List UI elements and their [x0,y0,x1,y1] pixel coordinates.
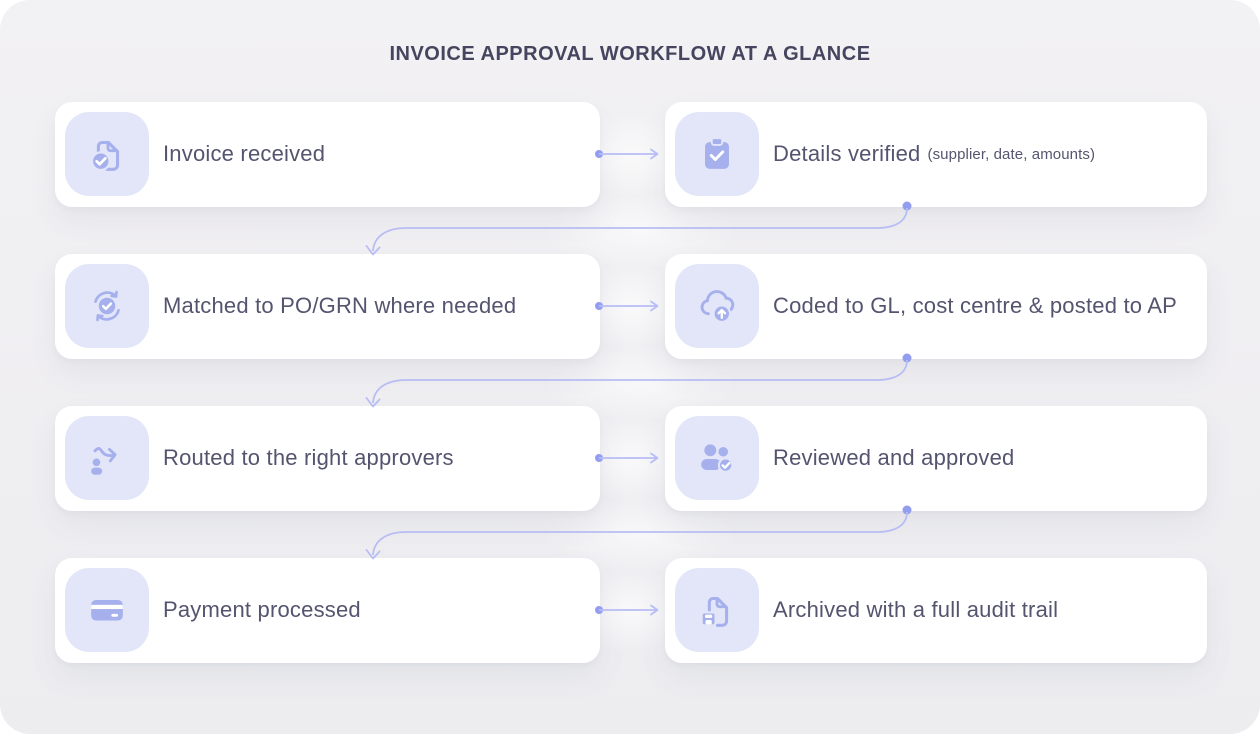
clipboard-check-icon [705,137,729,169]
step-card-coded-to-gl: Coded to GL, cost centre & posted to AP [665,254,1207,359]
file-save-icon [700,596,729,627]
step-label: Reviewed and approved [773,445,1015,471]
step-card-details-verified: Details verified (supplier, date, amount… [665,102,1207,207]
step-card-archived-audit-trail: Archived with a full audit trail [665,558,1207,663]
icon-tile [65,416,149,500]
icon-tile [65,112,149,196]
icon-tile [675,264,759,348]
arrow-right-row2 [595,300,659,312]
step-card-matched-po-grn: Matched to PO/GRN where needed [55,254,600,359]
step-card-reviewed-approved: Reviewed and approved [665,406,1207,511]
icon-tile [675,112,759,196]
step-label: Invoice received [163,141,326,167]
step-label: Payment processed [163,597,361,623]
step-card-payment-processed: Payment processed [55,558,600,663]
page-title: INVOICE APPROVAL WORKFLOW AT A GLANCE [389,43,871,65]
route-arrow-icon [91,447,117,475]
users-check-icon [701,444,734,473]
step-note: (supplier, date, amounts) [927,146,1096,163]
arrow-right-row1 [595,148,659,160]
step-card-invoice-received: Invoice received [55,102,600,207]
step-label: Routed to the right approvers [163,445,454,471]
step-label: Archived with a full audit trail [773,597,1059,623]
cloud-upload-icon [700,290,735,323]
step-label: Coded to GL, cost centre & posted to AP [773,293,1178,319]
icon-tile [65,264,149,348]
credit-card-icon [91,599,123,621]
file-check-icon [90,140,120,172]
arrow-right-row4 [595,604,659,616]
icon-tile [65,568,149,652]
step-label: Details verified [773,141,921,167]
step-label: Matched to PO/GRN where needed [163,293,517,319]
icon-tile [675,568,759,652]
icon-tile [675,416,759,500]
step-card-routed-approvers: Routed to the right approvers [55,406,600,511]
arrow-right-row3 [595,452,659,464]
sync-check-icon [94,290,120,322]
